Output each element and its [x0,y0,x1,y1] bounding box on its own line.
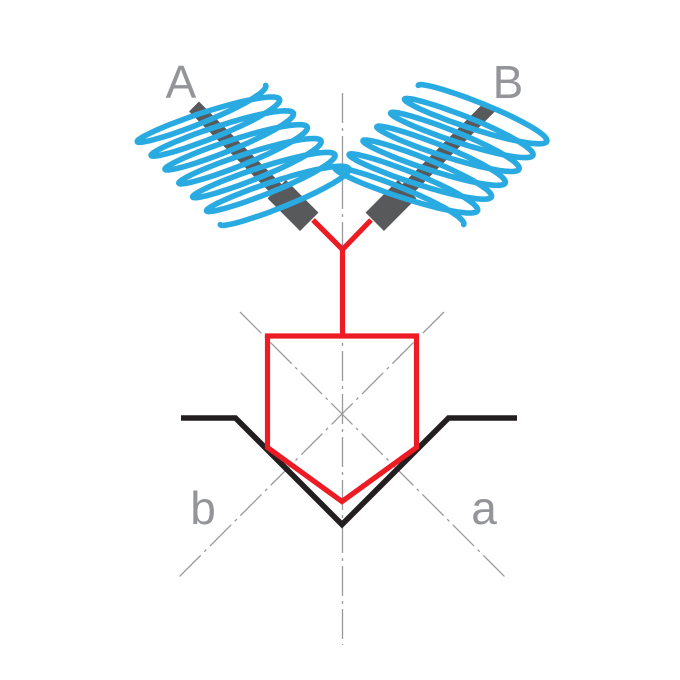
lead-assembly [264,218,420,505]
probe-pentagon-outline [264,333,420,505]
diagonal-centerline-right [178,311,445,578]
label-flank-b: b [190,482,216,534]
label-flank-a: a [471,482,497,534]
diagonal-centerline-left [239,311,506,578]
v-groove-outline [181,415,517,529]
spring-a-coil [134,82,352,229]
spring-b-connector [365,180,417,231]
centerlines [178,93,506,645]
label-spring-b: B [493,56,524,108]
spring-b-coil [332,81,550,228]
label-spring-a: A [166,56,197,108]
